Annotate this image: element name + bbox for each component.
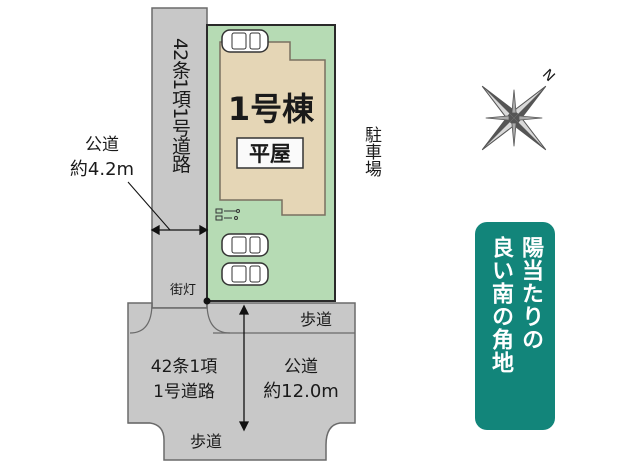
streetlight-marker <box>203 297 211 305</box>
building-footprint <box>219 41 326 216</box>
badge-line-2: 良い南の角地 <box>488 236 513 374</box>
utility-marks-icon <box>215 208 240 221</box>
narrow-road-type: 公道 <box>85 135 119 155</box>
building-type: 平屋 <box>249 142 291 166</box>
road-corner-curve <box>206 302 231 334</box>
wide-road-width: 約12.0m <box>263 381 339 402</box>
car-icon <box>221 233 269 257</box>
car-icon <box>221 29 269 53</box>
leader-line <box>127 181 171 231</box>
badge-line-1: 陽当たりの <box>518 236 543 351</box>
sidewalk-bottom-label: 歩道 <box>190 432 222 451</box>
car-icon <box>221 262 269 286</box>
streetlight-label: 街灯 <box>170 283 196 298</box>
wide-road-name-line1: 42条1項 <box>151 357 217 377</box>
building-type-box <box>236 137 304 169</box>
compass-north-label: N <box>539 66 558 85</box>
wide-road-name-line2: 1号道路 <box>153 382 215 402</box>
compass-rose-icon <box>481 85 547 151</box>
narrow-road-width-arrow <box>150 224 209 236</box>
wide-road <box>127 302 356 461</box>
wide-road-width-arrow <box>238 304 250 432</box>
road-corner-curve-left <box>129 302 153 334</box>
narrow-road-name: 42条1項1号道路 <box>169 38 191 173</box>
narrow-road <box>151 7 208 309</box>
sunny-corner-lot-badge: 陽当たりの 良い南の角地 <box>475 222 555 430</box>
sidewalk-right-label: 歩道 <box>300 310 332 329</box>
parking-lot-label: 駐車場 <box>361 126 382 178</box>
wide-road-type: 公道 <box>284 357 318 377</box>
building-name: 1号棟 <box>228 90 315 128</box>
narrow-road-width: 約4.2m <box>70 159 134 180</box>
